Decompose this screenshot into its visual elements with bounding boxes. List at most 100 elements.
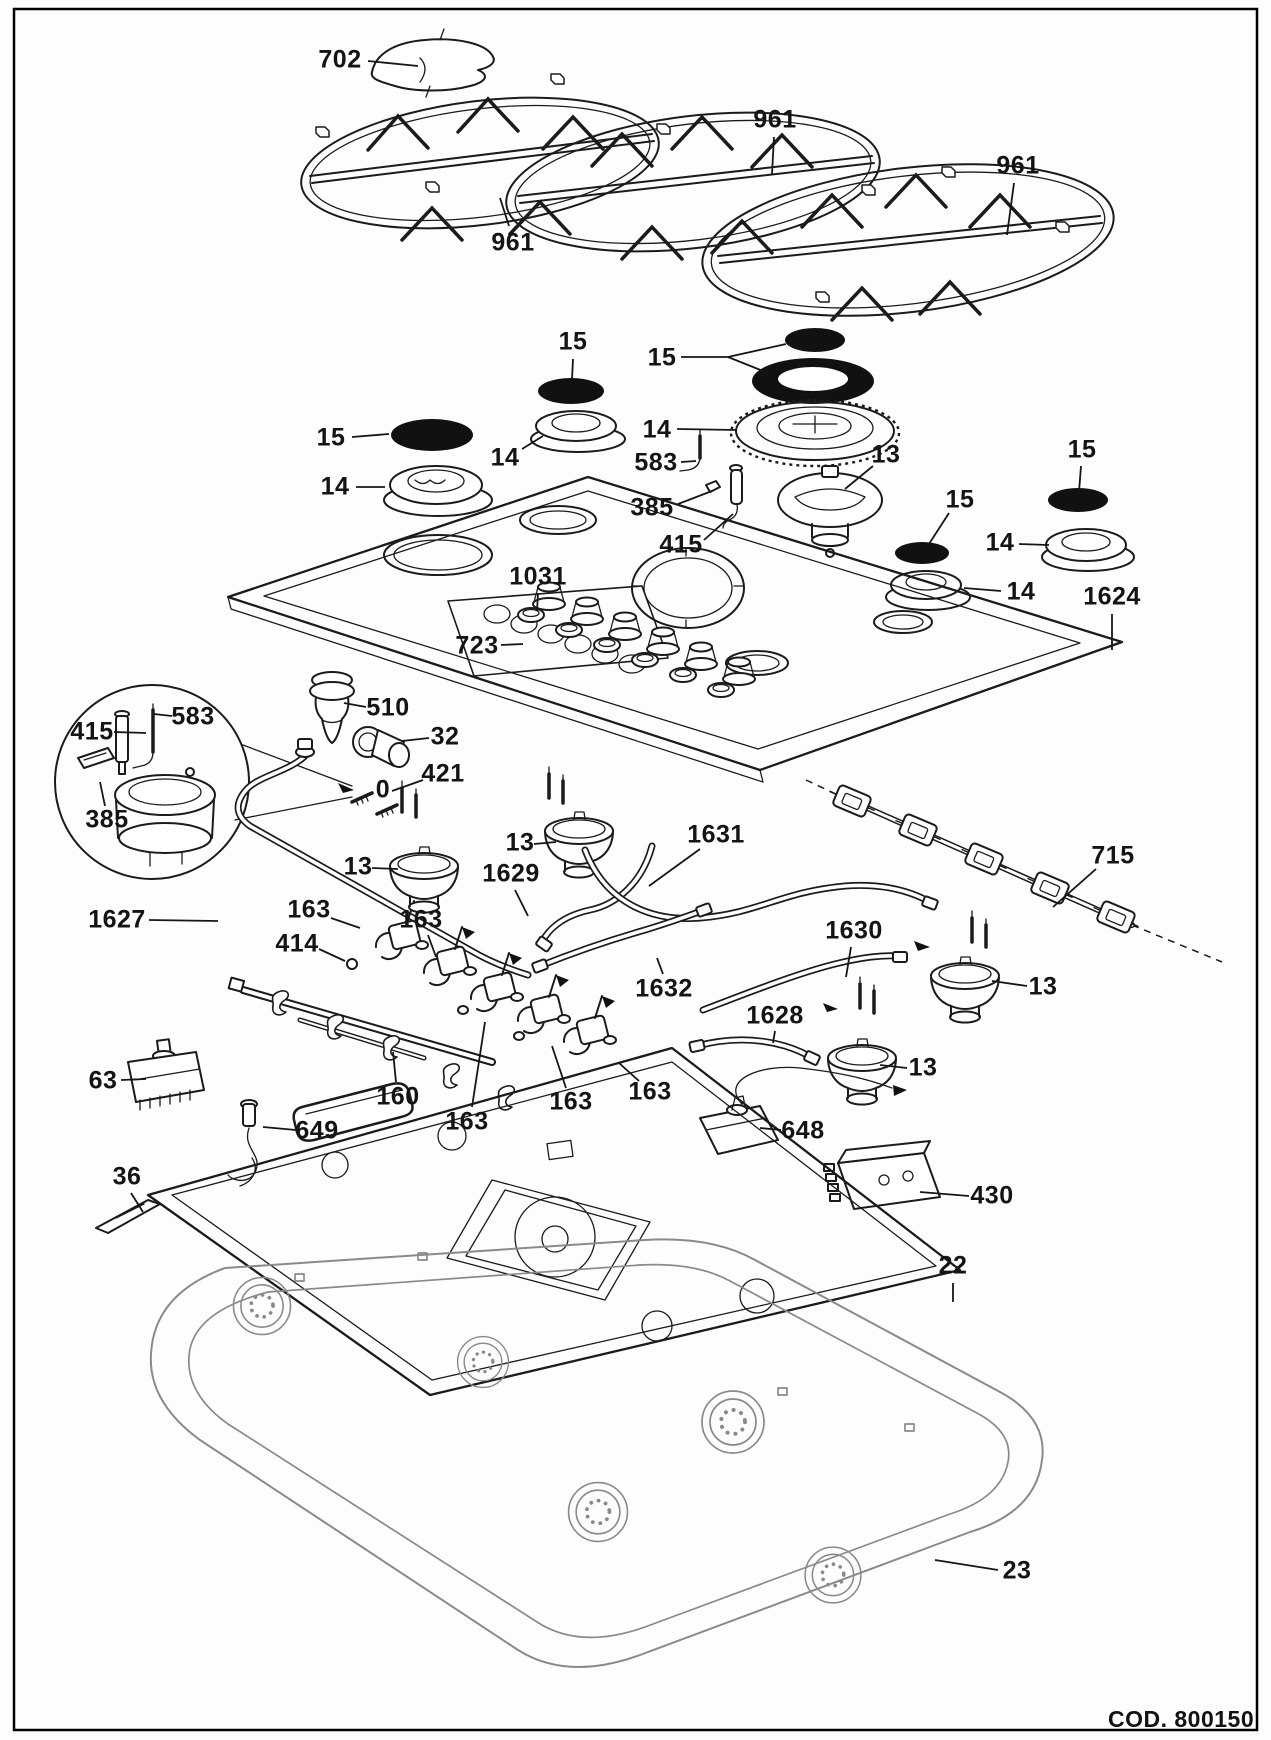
leader-line-23	[934, 1559, 999, 1571]
leader-line-961	[771, 136, 775, 175]
part-label-421: 421	[421, 759, 465, 788]
part-label-13: 13	[343, 852, 373, 881]
leader-line-583	[153, 713, 173, 717]
inset-thermocouple-583	[132, 703, 155, 769]
burner-cap-15-large	[785, 328, 845, 352]
grate-left	[300, 96, 660, 242]
elbow-32	[352, 726, 410, 768]
pan-support-grates-961	[300, 73, 1115, 322]
burner-cap-15-left	[391, 419, 473, 451]
page-border	[12, 7, 1259, 1732]
part-label-961: 961	[996, 151, 1040, 180]
part-label-583: 583	[171, 702, 215, 731]
leader-line-14	[963, 587, 1002, 592]
burner-rail-715	[805, 779, 1223, 963]
part-label-22: 22	[938, 1251, 968, 1280]
leader-line-961	[1006, 182, 1015, 236]
part-label-1630: 1630	[825, 916, 883, 945]
part-label-13: 13	[908, 1053, 938, 1082]
olive-414	[346, 958, 358, 970]
leader-line-163	[330, 917, 361, 929]
leader-line-14	[521, 435, 544, 450]
part-label-385: 385	[630, 493, 674, 522]
leader-line-385	[677, 490, 713, 505]
part-label-961: 961	[753, 105, 797, 134]
leader-line-13	[879, 1064, 908, 1069]
energy-regulator-63	[127, 1038, 205, 1111]
leader-line-15	[681, 343, 787, 358]
leader-line-723	[500, 643, 524, 646]
leader-line-63	[120, 1078, 147, 1081]
leader-line-510	[343, 702, 367, 708]
thermocouple-583	[679, 429, 702, 472]
flame-spreader-14-large	[729, 398, 901, 468]
part-label-63: 63	[88, 1066, 118, 1095]
leader-line-421	[391, 779, 424, 792]
leader-line-15	[571, 358, 574, 380]
leader-line-15	[351, 433, 390, 438]
burner-cap-15-right	[1048, 488, 1108, 512]
part-label-583: 583	[634, 448, 678, 477]
leader-line-13	[844, 465, 874, 490]
leader-line-430	[919, 1191, 970, 1197]
part-label-13: 13	[1028, 972, 1058, 1001]
part-label-510: 510	[366, 693, 410, 722]
leader-line-583	[680, 460, 697, 463]
leader-line-163	[618, 1062, 640, 1082]
leader-line-15	[1078, 465, 1082, 493]
thermocouple-649	[227, 1099, 258, 1187]
part-label-723: 723	[455, 631, 499, 660]
leader-line-15	[928, 512, 950, 545]
part-label-14: 14	[642, 415, 672, 444]
leader-line-15	[727, 356, 769, 374]
part-label-1629: 1629	[482, 859, 540, 888]
double-burner-head-13	[777, 465, 883, 558]
leader-line-160	[392, 1051, 397, 1083]
part-label-385: 385	[85, 805, 129, 834]
part-label-15: 15	[558, 327, 588, 356]
part-label-414: 414	[275, 929, 319, 958]
burner-crown-14-left	[389, 465, 483, 505]
pan-handle	[292, 1082, 414, 1142]
part-label-961: 961	[491, 228, 535, 257]
part-label-0: 0	[375, 775, 391, 804]
leader-line-1031	[536, 592, 539, 612]
part-label-1031: 1031	[509, 562, 567, 591]
part-label-32: 32	[430, 722, 460, 751]
part-label-715: 715	[1091, 841, 1135, 870]
leader-line-13	[533, 841, 557, 845]
part-label-13: 13	[505, 828, 535, 857]
part-label-15: 15	[316, 423, 346, 452]
leader-line-702	[367, 60, 419, 67]
part-label-14: 14	[1006, 577, 1036, 606]
leader-line-14	[1018, 543, 1050, 546]
hob-panel-1624	[226, 475, 1124, 783]
leader-line-163	[427, 934, 437, 958]
inset-bracket-385	[77, 747, 115, 769]
leader-line-414	[318, 948, 346, 962]
drip-pan-22	[146, 1046, 962, 1397]
part-label-15: 15	[647, 343, 677, 372]
part-label-163: 163	[445, 1107, 489, 1136]
part-label-15: 15	[945, 485, 975, 514]
part-label-1631: 1631	[687, 820, 745, 849]
leader-line-13	[991, 980, 1028, 987]
part-label-23: 23	[1002, 1556, 1032, 1585]
part-label-649: 649	[295, 1116, 339, 1145]
grate-right	[701, 163, 1115, 322]
part-label-1632: 1632	[635, 974, 693, 1003]
document-code: COD. 800150	[1108, 1706, 1255, 1732]
inset-igniter-415	[114, 710, 130, 775]
burner-cap-15-center	[538, 378, 604, 404]
leader-line-961	[499, 197, 510, 227]
ignition-detail-inset	[54, 684, 354, 880]
part-label-430: 430	[970, 1181, 1014, 1210]
part-label-160: 160	[376, 1082, 420, 1111]
part-label-14: 14	[320, 472, 350, 501]
leader-line-163	[471, 1021, 486, 1108]
part-label-648: 648	[781, 1116, 825, 1145]
inset-burner-body	[114, 767, 216, 867]
leader-line-1629	[514, 889, 529, 917]
part-label-415: 415	[659, 530, 703, 559]
